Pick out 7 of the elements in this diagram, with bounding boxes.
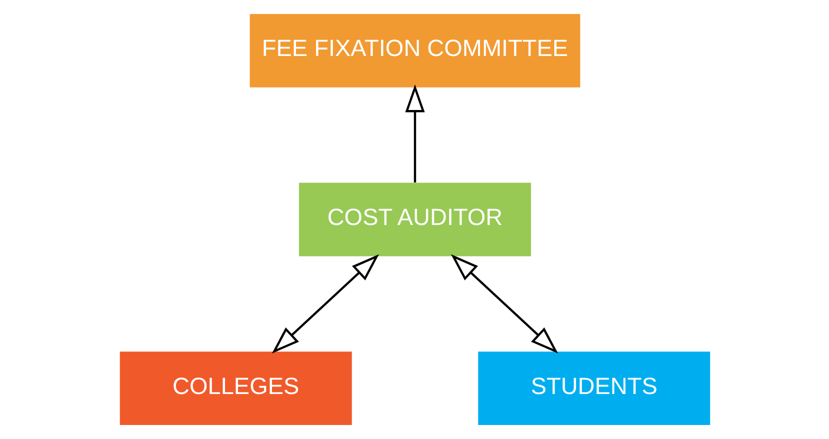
arrow bbox=[271, 254, 379, 354]
arrow bbox=[450, 254, 558, 354]
node-box: FEE FIXATION COMMITTEE bbox=[249, 14, 580, 88]
node-box: STUDENTS bbox=[478, 352, 710, 426]
arrow bbox=[404, 84, 424, 182]
node-box: COST AUDITOR bbox=[298, 182, 530, 256]
node-box: COLLEGES bbox=[119, 352, 352, 426]
